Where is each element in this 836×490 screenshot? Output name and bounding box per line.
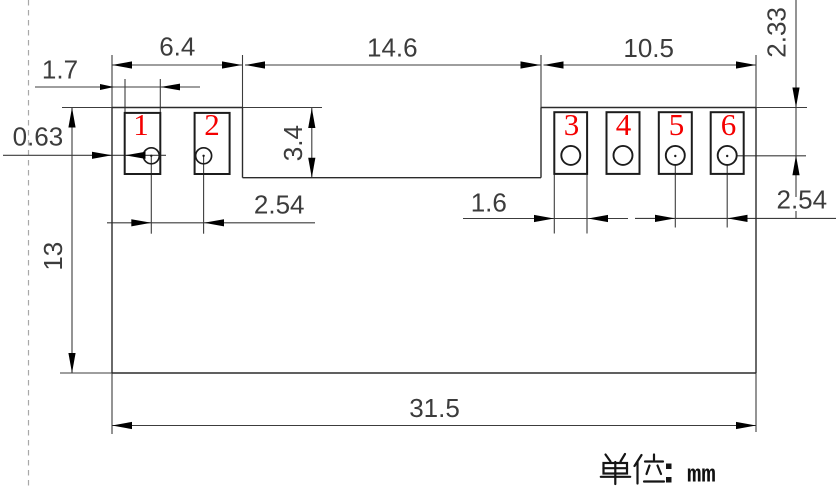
svg-text:10.5: 10.5 [623, 33, 674, 63]
svg-text:1.6: 1.6 [471, 188, 507, 218]
svg-text:2.54: 2.54 [254, 190, 305, 220]
svg-text:14.6: 14.6 [367, 33, 418, 63]
svg-text:31.5: 31.5 [409, 393, 460, 423]
svg-text:2.54: 2.54 [776, 184, 827, 214]
svg-text:6.4: 6.4 [159, 32, 195, 62]
svg-text:1: 1 [133, 107, 149, 142]
svg-text:2.33: 2.33 [762, 7, 792, 58]
svg-text:0.63: 0.63 [13, 121, 64, 151]
svg-text:5: 5 [669, 107, 685, 142]
svg-text:4: 4 [616, 107, 632, 142]
svg-text:1.7: 1.7 [42, 55, 78, 85]
svg-text:13: 13 [38, 242, 68, 271]
svg-text:3: 3 [564, 107, 580, 142]
svg-text:2: 2 [204, 107, 220, 142]
svg-text:mm: mm [687, 463, 716, 490]
svg-text:3.4: 3.4 [278, 125, 308, 161]
svg-text:6: 6 [721, 107, 737, 142]
